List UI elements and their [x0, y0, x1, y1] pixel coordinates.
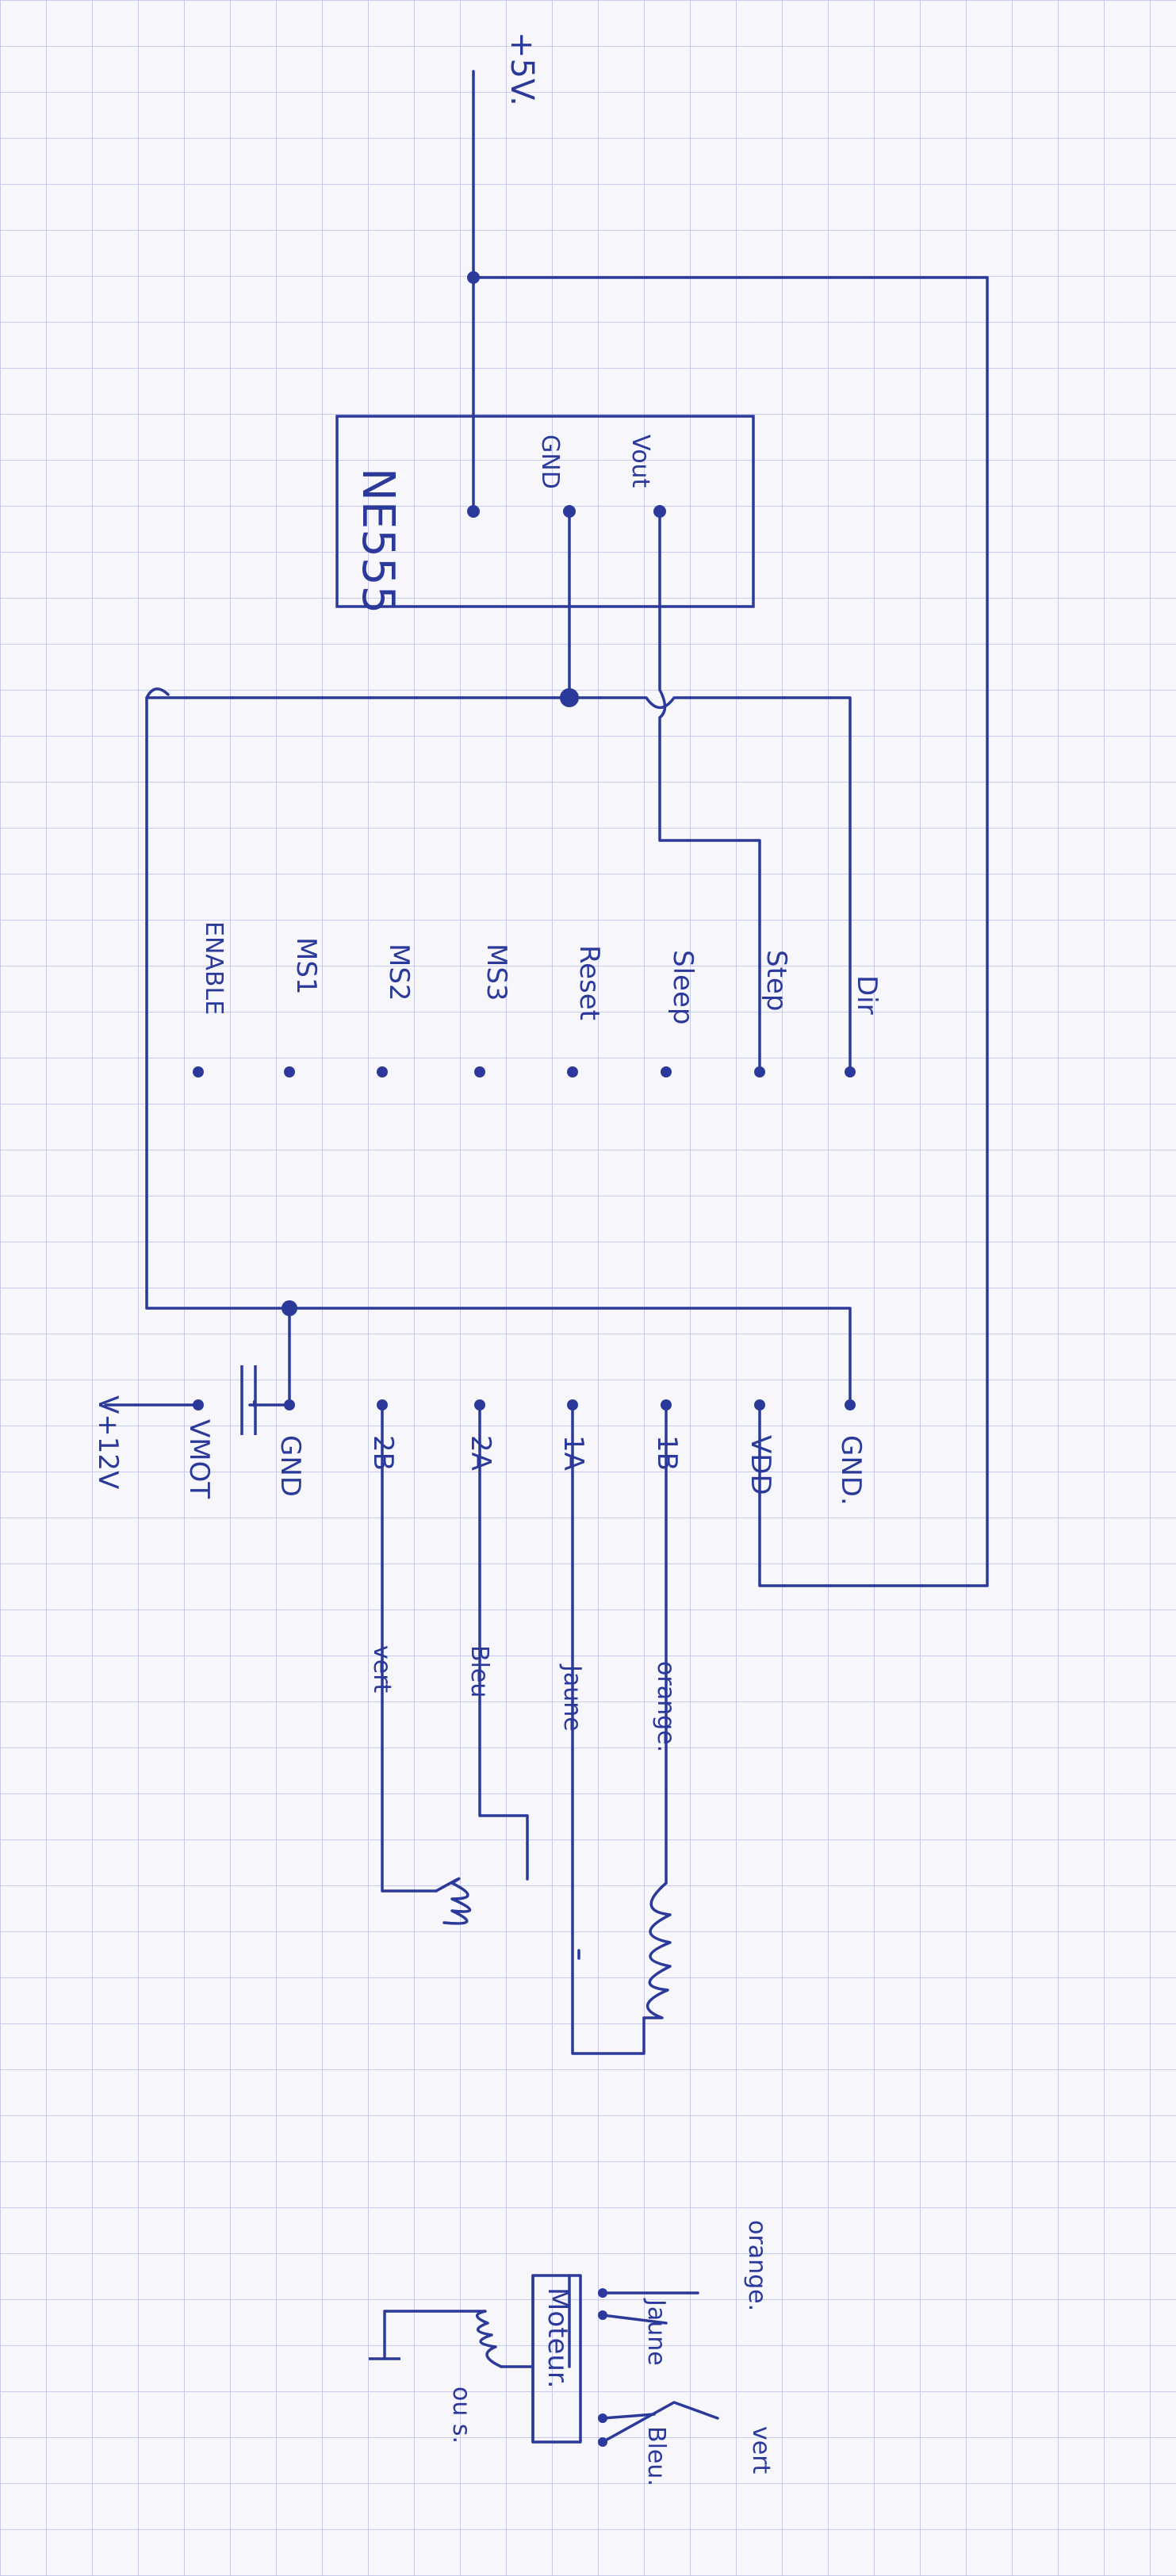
pin-dot-step — [754, 1066, 765, 1077]
pin-dot-gnd-ne — [563, 505, 576, 518]
motor-wire-bleu — [601, 2413, 656, 2420]
pin-dot-2a — [474, 1399, 485, 1410]
label-ne555: NE555 — [352, 468, 404, 614]
label-ms3: MS3 — [481, 944, 512, 1001]
label-12v: V+12V — [92, 1395, 124, 1489]
label-gnd-l: GND — [274, 1435, 306, 1497]
motor-dot-3 — [598, 2413, 607, 2423]
label-1a: 1A — [557, 1435, 589, 1471]
pin-dot-sleep — [661, 1066, 672, 1077]
label-vdd: VDD — [745, 1435, 776, 1495]
wires — [104, 70, 989, 2444]
pin-dot-gnd-l — [284, 1399, 295, 1410]
label-wire-bleu: Bleu — [465, 1645, 493, 1698]
junction-5v — [467, 271, 480, 284]
labels: +5V. NE555 GND Vout Dir Step Sleep Reset… — [92, 32, 883, 2486]
pin-dot-vout — [653, 505, 666, 518]
pin-dot-ms1 — [284, 1066, 295, 1077]
motor-dot-4 — [598, 2437, 607, 2447]
wire-top-bus — [145, 696, 852, 1074]
label-motor-vert: vert — [747, 2426, 775, 2475]
pin-dot-5v — [467, 505, 480, 518]
motor-wire-vert — [601, 2401, 719, 2444]
pin-dot-2b — [377, 1399, 388, 1410]
capacitor-minus-label: - — [241, 1399, 269, 1408]
label-wire-orange: orange. — [652, 1661, 680, 1752]
pin-dot-1a — [567, 1399, 578, 1410]
label-2a: 2A — [465, 1435, 496, 1471]
pin-dot-vdd — [754, 1399, 765, 1410]
wire-2a — [478, 1403, 529, 1881]
label-motor: Moteur. — [542, 2287, 573, 2389]
label-sleep: Sleep — [667, 950, 699, 1024]
label-vmot: VMOT — [183, 1419, 215, 1499]
label-2b: 2B — [367, 1435, 399, 1471]
label-motor-jaune: Jaune — [642, 2298, 670, 2366]
pin-dot-reset — [567, 1066, 578, 1077]
pin-dot-vmot — [193, 1399, 204, 1410]
motor-dot-1 — [598, 2288, 607, 2298]
pin-dot-enable — [193, 1066, 204, 1077]
label-coil: ou s. — [447, 2387, 475, 2444]
pin-dot-gnd-r — [845, 1399, 856, 1410]
motor-wire-jaune — [601, 2314, 668, 2325]
motor-dot-2 — [598, 2310, 607, 2320]
label-5v: +5V. — [504, 32, 540, 106]
pin-dot-dir — [845, 1066, 856, 1077]
motor-coil — [383, 2310, 503, 2368]
wire-vout-step — [658, 510, 761, 1074]
pin-dot-1b — [661, 1399, 672, 1410]
label-step: Step — [760, 950, 792, 1011]
coil-2 — [435, 1877, 471, 1925]
capacitor-symbol — [240, 1365, 257, 1435]
label-wire-vert: vert — [368, 1645, 396, 1694]
label-ms1: MS1 — [290, 937, 322, 995]
label-ne-gnd: GND — [536, 434, 564, 489]
pin-dot-ms3 — [474, 1066, 485, 1077]
pin-dots — [193, 271, 856, 2447]
wire-5v-to-right — [472, 276, 989, 1587]
label-gnd-r: GND. — [835, 1435, 867, 1506]
label-1b: 1B — [651, 1435, 683, 1471]
label-reset: Reset — [573, 945, 605, 1020]
ne555-box — [335, 415, 755, 608]
coil-1 — [642, 1881, 672, 2019]
label-motor-bleu: Bleu. — [642, 2426, 670, 2486]
label-motor-orange: orange. — [743, 2220, 771, 2311]
junction-gnd-left — [282, 1300, 297, 1316]
pin-dot-ms2 — [377, 1066, 388, 1077]
label-ms2: MS2 — [383, 944, 415, 1001]
label-enable: ENABLE — [200, 921, 228, 1015]
label-ne-vout: Vout — [626, 434, 654, 488]
wire-left-loop — [145, 687, 852, 1407]
label-wire-jaune: Jaune — [558, 1663, 586, 1732]
wire-2b — [381, 1403, 438, 1893]
wire-1a — [571, 1403, 645, 2055]
junction-gnd-bus — [560, 688, 579, 707]
label-dir: Dir — [851, 975, 883, 1015]
